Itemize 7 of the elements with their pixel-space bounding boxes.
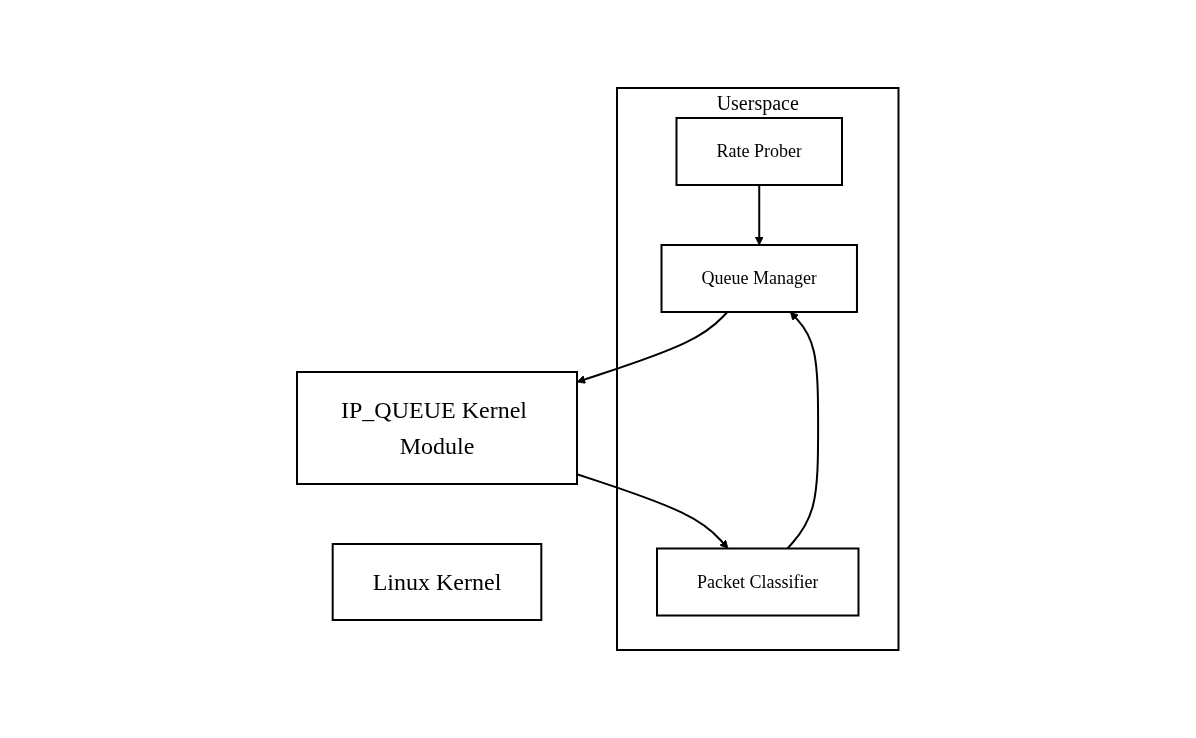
arrow [786,311,820,550]
arrow [755,184,764,246]
node-box: Queue Manager [660,244,859,313]
node-box: Linux Kernel [331,543,543,621]
node-box: IP_QUEUE Kernel Module [296,371,579,485]
node-box: Rate Prober [675,117,844,186]
node-box: Packet Classifier [656,547,860,617]
